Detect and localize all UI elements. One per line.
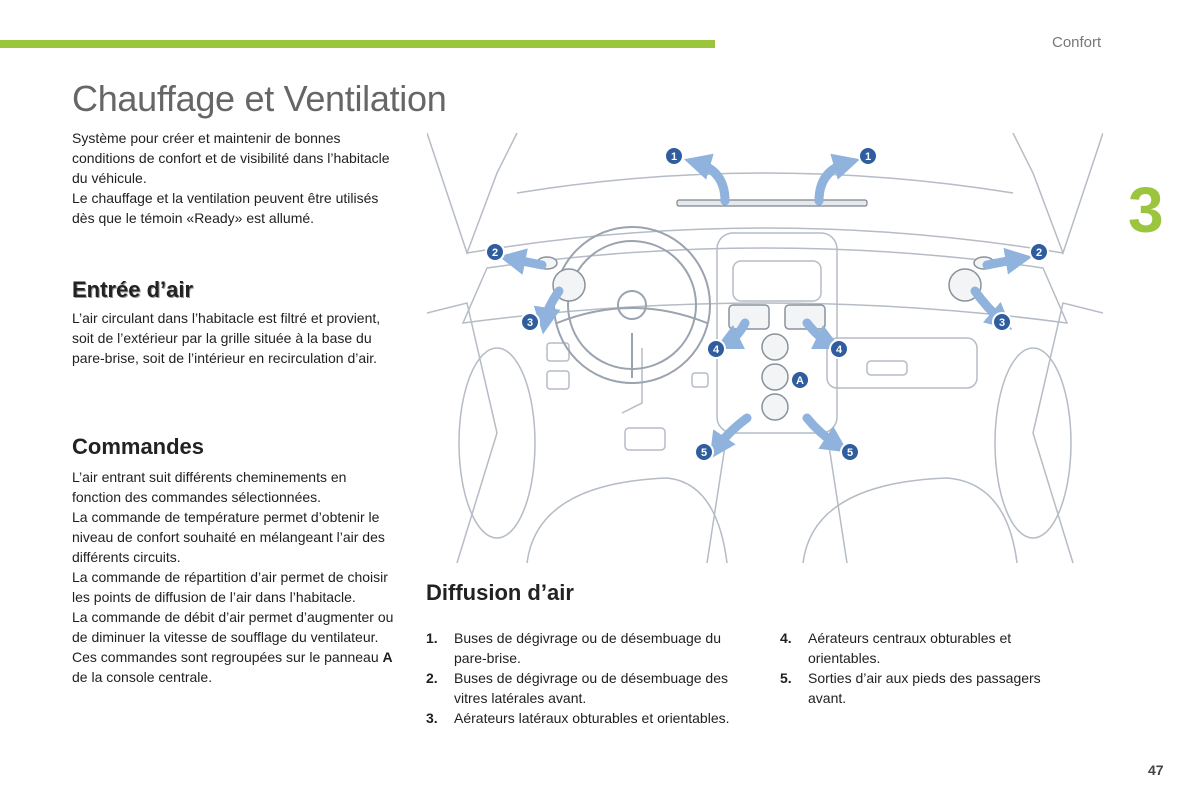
marker-4-right: 4 (829, 339, 849, 359)
list-item: 5. Sorties d’air aux pieds des passagers … (780, 668, 1080, 708)
item-text: Buses de dégivrage ou de désembuage des … (454, 670, 728, 706)
marker-2-left: 2 (485, 242, 505, 262)
markers: 1 1 2 2 3 3 4 4 5 5 A (485, 146, 1049, 462)
list-item: 3. Aérateurs latéraux obturables et orien… (426, 708, 756, 728)
intro-text: Système pour créer et maintenir de bonne… (72, 128, 402, 228)
steering-wheel (553, 226, 711, 384)
item-number: 5. (780, 670, 792, 686)
airflow-arrows (498, 153, 1033, 460)
svg-text:3: 3 (999, 317, 1005, 329)
marker-a: A (790, 370, 810, 390)
intro-paragraph: Le chauffage et la ventilation peuvent ê… (72, 190, 379, 226)
diffusion-heading: Diffusion d’air (426, 580, 574, 605)
marker-1-right: 1 (858, 146, 878, 166)
control-knobs (761, 333, 789, 421)
svg-text:5: 5 (701, 447, 707, 459)
central-vents (728, 304, 826, 330)
svg-text:3: 3 (527, 317, 533, 329)
commandes-text: L’air entrant suit différents cheminemen… (72, 467, 397, 687)
marker-2-right: 2 (1029, 242, 1049, 262)
item-number: 1. (426, 630, 438, 646)
commandes-paragraph: L’air entrant suit différents cheminemen… (72, 469, 347, 505)
marker-1-left: 1 (664, 146, 684, 166)
item-number: 2. (426, 670, 438, 686)
item-text: Aérateurs centraux obturables et orienta… (808, 630, 1012, 666)
item-text: Buses de dégivrage ou de désembuage du p… (454, 630, 721, 666)
diffusion-list-left: 1. Buses de dégivrage ou de désembuage du… (426, 628, 756, 728)
commandes-heading: Commandes (72, 434, 205, 459)
section-label: Confort (1052, 34, 1102, 51)
commandes-last-after: de la console centrale. (72, 669, 213, 685)
svg-text:2: 2 (1036, 247, 1042, 259)
entree-heading: Entrée d’air (72, 277, 194, 302)
marker-3-right: 3 (992, 312, 1012, 332)
marker-5-left: 5 (694, 442, 714, 462)
dashboard-diagram: 1 1 2 2 3 3 4 4 5 5 A (427, 133, 1103, 563)
list-item: 2. Buses de dégivrage ou de désembuage de… (426, 668, 756, 708)
chapter-number: 3 (1128, 174, 1164, 246)
item-text: Sorties d’air aux pieds des passagers av… (808, 670, 1041, 706)
windshield-vent (676, 199, 868, 207)
svg-text:2: 2 (492, 247, 498, 259)
intro-paragraph: Système pour créer et maintenir de bonne… (72, 130, 390, 186)
commandes-paragraph-last: Ces commandes sont regroupées sur le pan… (72, 647, 397, 687)
entree-text: L’air circulant dans l’habitacle est fil… (72, 308, 402, 368)
commandes-last-before: Ces commandes sont regroupées sur le pan… (72, 649, 383, 665)
commandes-paragraph: La commande de température permet d’obte… (72, 509, 385, 565)
entree-paragraph: L’air circulant dans l’habitacle est fil… (72, 310, 381, 366)
page-title: Chauffage et Ventilation (72, 78, 447, 119)
header-accent-bar (0, 40, 715, 48)
page-number: 47 (1148, 762, 1164, 778)
svg-text:4: 4 (836, 344, 843, 356)
svg-text:1: 1 (865, 151, 871, 163)
marker-4-left: 4 (706, 339, 726, 359)
marker-5-right: 5 (840, 442, 860, 462)
svg-text:4: 4 (713, 344, 720, 356)
side-vents (536, 256, 995, 302)
svg-text:5: 5 (847, 447, 853, 459)
item-text: Aérateurs latéraux obturables et orienta… (454, 710, 730, 726)
marker-3-left: 3 (520, 312, 540, 332)
commandes-paragraph: La commande de débit d’air permet d’augm… (72, 609, 394, 645)
diffusion-list-right: 4. Aérateurs centraux obturables et orien… (780, 628, 1080, 708)
panel-a-label: A (382, 649, 393, 665)
item-number: 3. (426, 710, 438, 726)
list-item: 1. Buses de dégivrage ou de désembuage du… (426, 628, 756, 668)
svg-text:A: A (796, 375, 804, 387)
item-number: 4. (780, 630, 792, 646)
list-item: 4. Aérateurs centraux obturables et orien… (780, 628, 1080, 668)
svg-text:1: 1 (671, 151, 677, 163)
commandes-paragraph: La commande de répartition d’air permet … (72, 569, 388, 605)
